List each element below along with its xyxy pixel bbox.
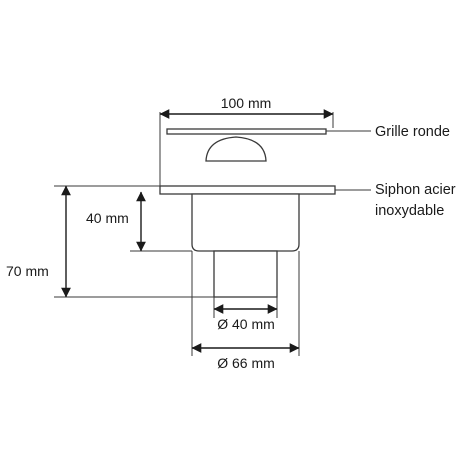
label-grille-ronde: Grille ronde <box>375 124 450 140</box>
siphon-part <box>159 185 336 298</box>
grille-plate <box>166 128 327 135</box>
dim-width-100: 100 mm <box>221 95 272 111</box>
dim-height-70: 70 mm <box>6 263 49 279</box>
siphon-flange <box>159 185 336 195</box>
dimension-arrows <box>61 109 334 353</box>
extension-lines <box>54 112 371 356</box>
dim-diameter-40: Ø 40 mm <box>217 316 275 332</box>
grille-ronde-part <box>166 128 327 162</box>
siphon-outlet-pipe <box>213 250 278 298</box>
dim-height-40: 40 mm <box>86 210 129 226</box>
label-siphon-line2: inoxydable <box>375 203 444 219</box>
siphon-body <box>191 193 300 252</box>
dim-diameter-66: Ø 66 mm <box>217 355 275 371</box>
grille-dome <box>205 136 267 162</box>
label-siphon-line1: Siphon acier <box>375 182 456 198</box>
